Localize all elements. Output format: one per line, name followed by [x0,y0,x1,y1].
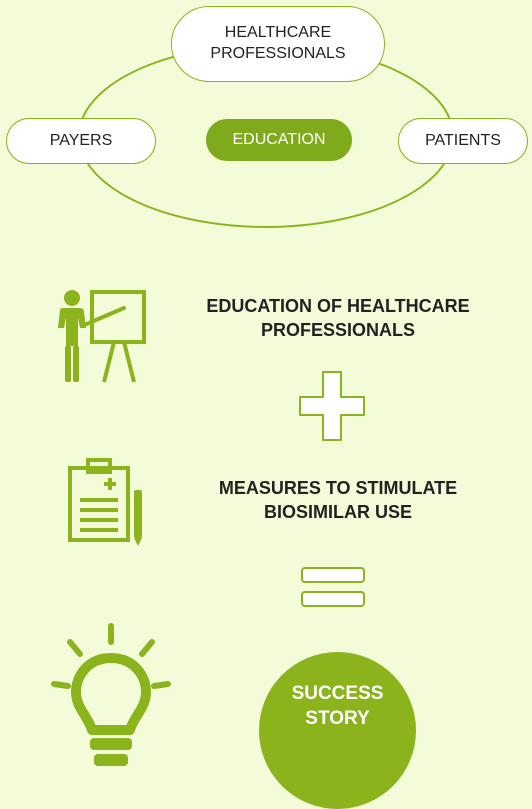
equals-icon [301,567,365,607]
step1-heading: EDUCATION OF HEALTHCARE PROFESSIONALS [168,294,508,343]
teacher-presentation-icon [58,290,146,383]
payers-pill: PAYERS [6,118,156,164]
success-story-line1: SUCCESS [291,683,384,705]
clipboard-icon [68,458,142,546]
step1-heading-line1: EDUCATION OF HEALTHCARE [206,296,470,316]
success-story-label: SUCCESS STORY [259,652,416,762]
patients-label: PATIENTS [425,131,501,149]
healthcare-professionals-line2: PROFESSIONALS [210,45,346,62]
step1-heading-line2: PROFESSIONALS [260,320,416,341]
patients-pill: PATIENTS [398,118,528,164]
step2-heading-line1: MEASURES TO STIMULATE [218,478,458,498]
payers-label: PAYERS [49,131,113,149]
education-pill: EDUCATION [206,119,352,161]
lightbulb-icon [51,623,171,766]
education-label: EDUCATION [232,130,326,148]
plus-icon [299,371,365,441]
healthcare-professionals-pill: HEALTHCARE PROFESSIONALS [171,6,385,82]
healthcare-professionals-line1: HEALTHCARE [224,24,332,42]
step2-heading-line2: BIOSIMILAR USE [263,502,412,523]
step2-heading: MEASURES TO STIMULATE BIOSIMILAR USE [168,476,508,525]
success-story-line2: STORY [305,708,370,729]
